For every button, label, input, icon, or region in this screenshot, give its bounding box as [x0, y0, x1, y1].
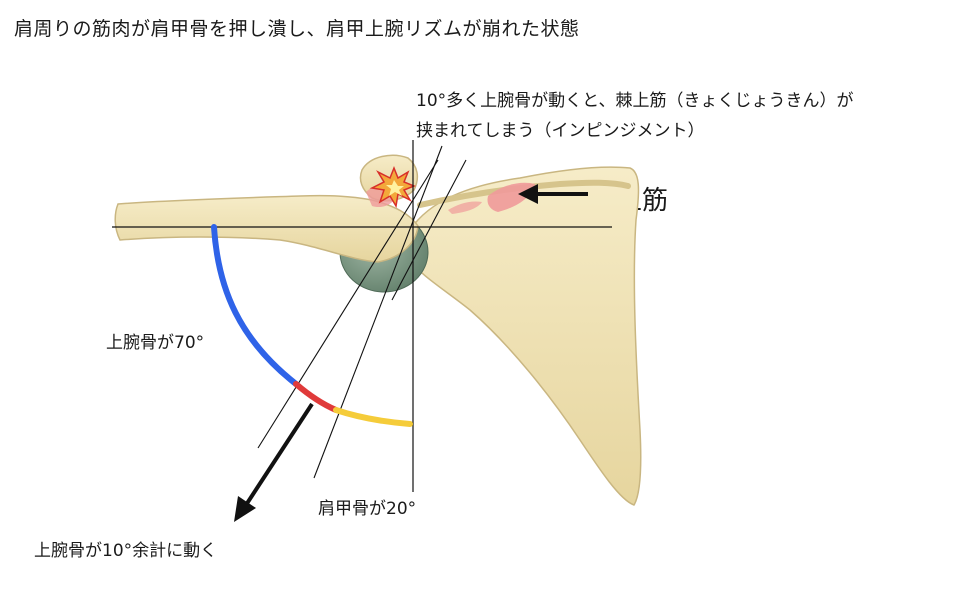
- supraspinatus-muscle-2: [448, 201, 482, 214]
- supraspinatus-muscle: [487, 182, 535, 212]
- scapula: [409, 166, 642, 506]
- humerus-70-label: 上腕骨が70°: [106, 333, 205, 353]
- arc-scapula-20: [333, 407, 413, 427]
- arc-humerus-70: [211, 224, 299, 387]
- scapula-20-label: 肩甲骨が20°: [318, 499, 417, 519]
- impingement-note-line-2: 挟まれてしまう（インピンジメント）: [416, 121, 705, 141]
- scapular-spine: [417, 179, 631, 208]
- arc-humerus-extra-10: [293, 381, 339, 413]
- page-title: 肩周りの筋肉が肩甲骨を押し潰し、肩甲上腕リズムが崩れた状態: [14, 18, 580, 40]
- angle-line-scapula: [313, 145, 443, 479]
- angle-line-extra: [391, 159, 467, 301]
- extra-motion-arrow-shaft: [242, 402, 314, 510]
- extra-motion-arrow-head: [234, 496, 256, 522]
- supraspinatus-arrow-head: [518, 184, 538, 204]
- humerus-extra-10-label: 上腕骨が10°余計に動く: [34, 541, 218, 561]
- impingement-note-line-1: 10°多く上腕骨が動くと、棘上筋（きょくじょうきん）が: [416, 91, 854, 111]
- angle-line-humerus: [257, 159, 439, 449]
- impingement-burst-core: [386, 180, 404, 196]
- humerus: [114, 194, 419, 263]
